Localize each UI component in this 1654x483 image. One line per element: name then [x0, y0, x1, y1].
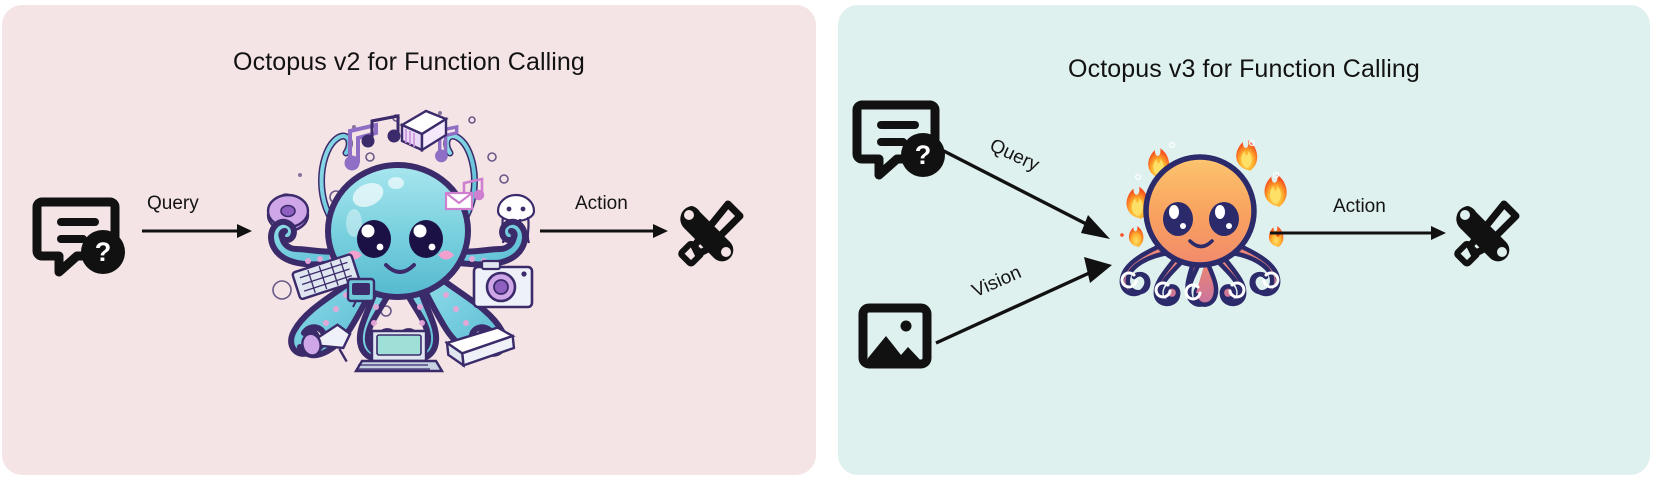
svg-text:?: ?	[915, 140, 932, 170]
v3-query-arrow	[935, 145, 1116, 247]
svg-text:?: ?	[95, 237, 112, 267]
chat-question-icon: ?	[852, 100, 952, 180]
panel-octopus-v3: Octopus v3 for Function Calling ? Query	[838, 5, 1650, 475]
v2-action-label: Action	[575, 193, 628, 214]
panel-v3-title: Octopus v3 for Function Calling	[1068, 55, 1420, 83]
chat-question-icon: ?	[32, 197, 132, 277]
tools-icon	[672, 198, 744, 270]
tools-icon	[1448, 198, 1520, 270]
octopus-v2-illustration	[250, 83, 542, 375]
image-icon	[858, 303, 932, 369]
panel-v2-title: Octopus v2 for Function Calling	[233, 48, 585, 76]
v2-query-arrow	[142, 223, 252, 239]
v3-vision-arrow	[935, 255, 1116, 355]
v2-query-label: Query	[147, 193, 199, 214]
octopus-v3-illustration	[1100, 123, 1300, 313]
panel-octopus-v2: Octopus v2 for Function Calling ? Query	[2, 5, 816, 475]
v3-action-arrow	[1270, 225, 1446, 241]
v3-action-label: Action	[1333, 196, 1386, 217]
v2-action-arrow	[540, 223, 668, 239]
